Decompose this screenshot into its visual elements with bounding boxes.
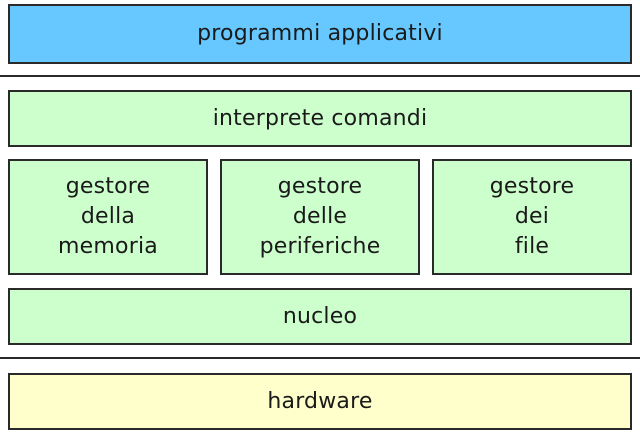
hardware-layer: hardware [8,373,632,430]
file-manager-line-1: gestore [489,174,575,199]
kernel-layer: nucleo [8,288,632,345]
kernel-label: nucleo [282,303,358,329]
shell-layer: interprete comandi [8,90,632,147]
file-manager-box: gestore dei file [432,159,632,275]
shell-label: interprete comandi [212,105,428,131]
file-manager-line-2: dei [514,204,550,229]
hardware-label: hardware [267,388,373,414]
memory-manager-line-2: della [80,204,136,229]
separator-bottom [0,357,640,359]
separator-top [0,75,640,77]
device-manager-line-2: delle [292,204,348,229]
device-manager-line-3: periferiche [259,234,381,259]
applications-layer: programmi applicativi [8,4,632,64]
memory-manager-line-1: gestore [65,174,151,199]
file-manager-line-3: file [514,234,550,259]
applications-label: programmi applicativi [197,21,443,46]
device-manager-line-1: gestore [277,174,363,199]
memory-manager-line-3: memoria [58,234,158,259]
memory-manager-box: gestore della memoria [8,159,208,275]
device-manager-box: gestore delle periferiche [220,159,420,275]
